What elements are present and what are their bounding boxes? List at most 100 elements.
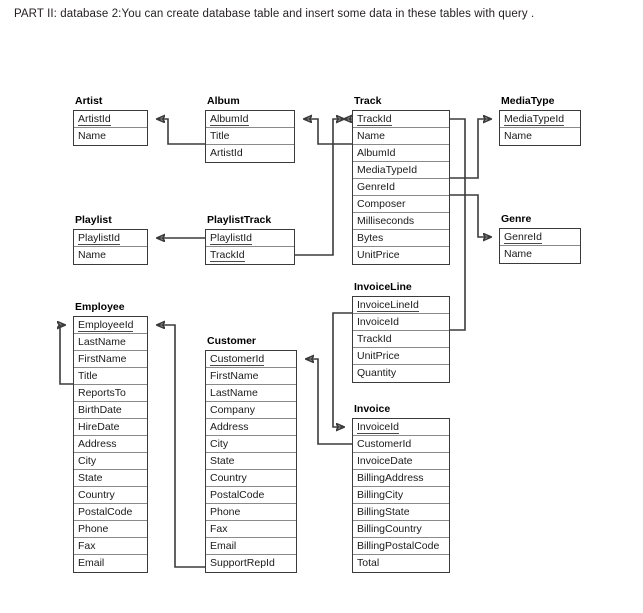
attribute-label: PostalCode bbox=[210, 489, 265, 501]
entity-title-invoiceline: InvoiceLine bbox=[354, 281, 412, 293]
attribute-row[interactable]: CustomerId bbox=[353, 436, 449, 453]
attribute-row[interactable]: GenreId bbox=[353, 179, 449, 196]
attribute-row[interactable]: ArtistId bbox=[206, 145, 294, 162]
attribute-label: Email bbox=[210, 540, 237, 552]
attribute-row[interactable]: BirthDate bbox=[74, 402, 147, 419]
attribute-row-pk[interactable]: GenreId bbox=[500, 229, 580, 246]
attribute-row[interactable]: Phone bbox=[74, 521, 147, 538]
attribute-label: TrackId bbox=[210, 249, 245, 262]
attribute-row[interactable]: Email bbox=[206, 538, 296, 555]
attribute-row[interactable]: Quantity bbox=[353, 365, 449, 382]
attribute-row[interactable]: LastName bbox=[206, 385, 296, 402]
attribute-row[interactable]: Phone bbox=[206, 504, 296, 521]
link-album-artist bbox=[157, 119, 205, 145]
attribute-row[interactable]: BillingAddress bbox=[353, 470, 449, 487]
attribute-row-pk[interactable]: MediaTypeId bbox=[500, 111, 580, 128]
attribute-row[interactable]: ReportsTo bbox=[74, 385, 147, 402]
entity-title-artist: Artist bbox=[75, 95, 103, 107]
attribute-row[interactable]: Name bbox=[74, 128, 147, 145]
attribute-row[interactable]: HireDate bbox=[74, 419, 147, 436]
attribute-label: TrackId bbox=[357, 113, 392, 126]
attribute-row[interactable]: PostalCode bbox=[206, 487, 296, 504]
attribute-row[interactable]: Name bbox=[74, 247, 147, 264]
attribute-row[interactable]: BillingPostalCode bbox=[353, 538, 449, 555]
attribute-row[interactable]: UnitPrice bbox=[353, 348, 449, 365]
attribute-row-pk[interactable]: AlbumId bbox=[206, 111, 294, 128]
attribute-row[interactable]: FirstName bbox=[74, 351, 147, 368]
attribute-row[interactable]: Name bbox=[500, 246, 580, 263]
attribute-row[interactable]: BillingCountry bbox=[353, 521, 449, 538]
attribute-row[interactable]: Address bbox=[74, 436, 147, 453]
attribute-row[interactable]: State bbox=[74, 470, 147, 487]
attribute-row[interactable]: State bbox=[206, 453, 296, 470]
attribute-row[interactable]: InvoiceDate bbox=[353, 453, 449, 470]
attribute-row[interactable]: Composer bbox=[353, 196, 449, 213]
attribute-label: Name bbox=[78, 130, 107, 142]
attribute-row[interactable]: Company bbox=[206, 402, 296, 419]
attribute-row[interactable]: City bbox=[206, 436, 296, 453]
attribute-row[interactable]: LastName bbox=[74, 334, 147, 351]
attribute-row[interactable]: Address bbox=[206, 419, 296, 436]
entity-title-playlist: Playlist bbox=[75, 214, 112, 226]
attribute-row[interactable]: Total bbox=[353, 555, 449, 572]
attribute-row[interactable]: Fax bbox=[206, 521, 296, 538]
attribute-label: AlbumId bbox=[210, 113, 249, 126]
attribute-row[interactable]: Title bbox=[206, 128, 294, 145]
attribute-row[interactable]: FirstName bbox=[206, 368, 296, 385]
attribute-label: Title bbox=[210, 130, 230, 142]
attribute-row[interactable]: Name bbox=[353, 128, 449, 145]
attribute-row-pk[interactable]: CustomerId bbox=[206, 351, 296, 368]
attribute-row-pk[interactable]: ArtistId bbox=[74, 111, 147, 128]
attribute-row[interactable]: Milliseconds bbox=[353, 213, 449, 230]
attribute-row-pk[interactable]: TrackId bbox=[353, 111, 449, 128]
attribute-label: Email bbox=[78, 557, 105, 569]
attribute-row-pk[interactable]: PlaylistId bbox=[74, 230, 147, 247]
attribute-row[interactable]: BillingState bbox=[353, 504, 449, 521]
attribute-row[interactable]: Country bbox=[206, 470, 296, 487]
attribute-row[interactable]: Email bbox=[74, 555, 147, 572]
attribute-label: PostalCode bbox=[78, 506, 133, 518]
attribute-row-pk[interactable]: PlaylistId bbox=[206, 230, 294, 247]
attribute-row[interactable]: Name bbox=[500, 128, 580, 145]
attribute-row[interactable]: PostalCode bbox=[74, 504, 147, 521]
attribute-row-pk[interactable]: InvoiceLineId bbox=[353, 297, 449, 314]
attribute-row-pk[interactable]: InvoiceId bbox=[353, 419, 449, 436]
attribute-row[interactable]: SupportRepId bbox=[206, 555, 296, 572]
attribute-row[interactable]: UnitPrice bbox=[353, 247, 449, 264]
attribute-row[interactable]: Title bbox=[74, 368, 147, 385]
attribute-row[interactable]: BillingCity bbox=[353, 487, 449, 504]
attribute-row[interactable]: TrackId bbox=[353, 331, 449, 348]
attribute-label: Phone bbox=[78, 523, 109, 535]
attribute-label: BirthDate bbox=[78, 404, 122, 416]
attribute-row[interactable]: AlbumId bbox=[353, 145, 449, 162]
attribute-row[interactable]: Bytes bbox=[353, 230, 449, 247]
attribute-label: AlbumId bbox=[357, 147, 396, 159]
attribute-label: FirstName bbox=[210, 370, 259, 382]
entity-title-album: Album bbox=[207, 95, 240, 107]
attribute-row-pk[interactable]: TrackId bbox=[206, 247, 294, 264]
attribute-row[interactable]: Country bbox=[74, 487, 147, 504]
attribute-label: UnitPrice bbox=[357, 249, 400, 261]
attribute-row-pk[interactable]: EmployeeId bbox=[74, 317, 147, 334]
attribute-row[interactable]: Fax bbox=[74, 538, 147, 555]
attribute-label: MediaTypeId bbox=[357, 164, 418, 176]
attribute-label: Name bbox=[504, 248, 533, 260]
attribute-label: ArtistId bbox=[78, 113, 111, 126]
attribute-row[interactable]: InvoiceId bbox=[353, 314, 449, 331]
attribute-row[interactable]: MediaTypeId bbox=[353, 162, 449, 179]
attribute-row[interactable]: City bbox=[74, 453, 147, 470]
attribute-label: BillingAddress bbox=[357, 472, 424, 484]
